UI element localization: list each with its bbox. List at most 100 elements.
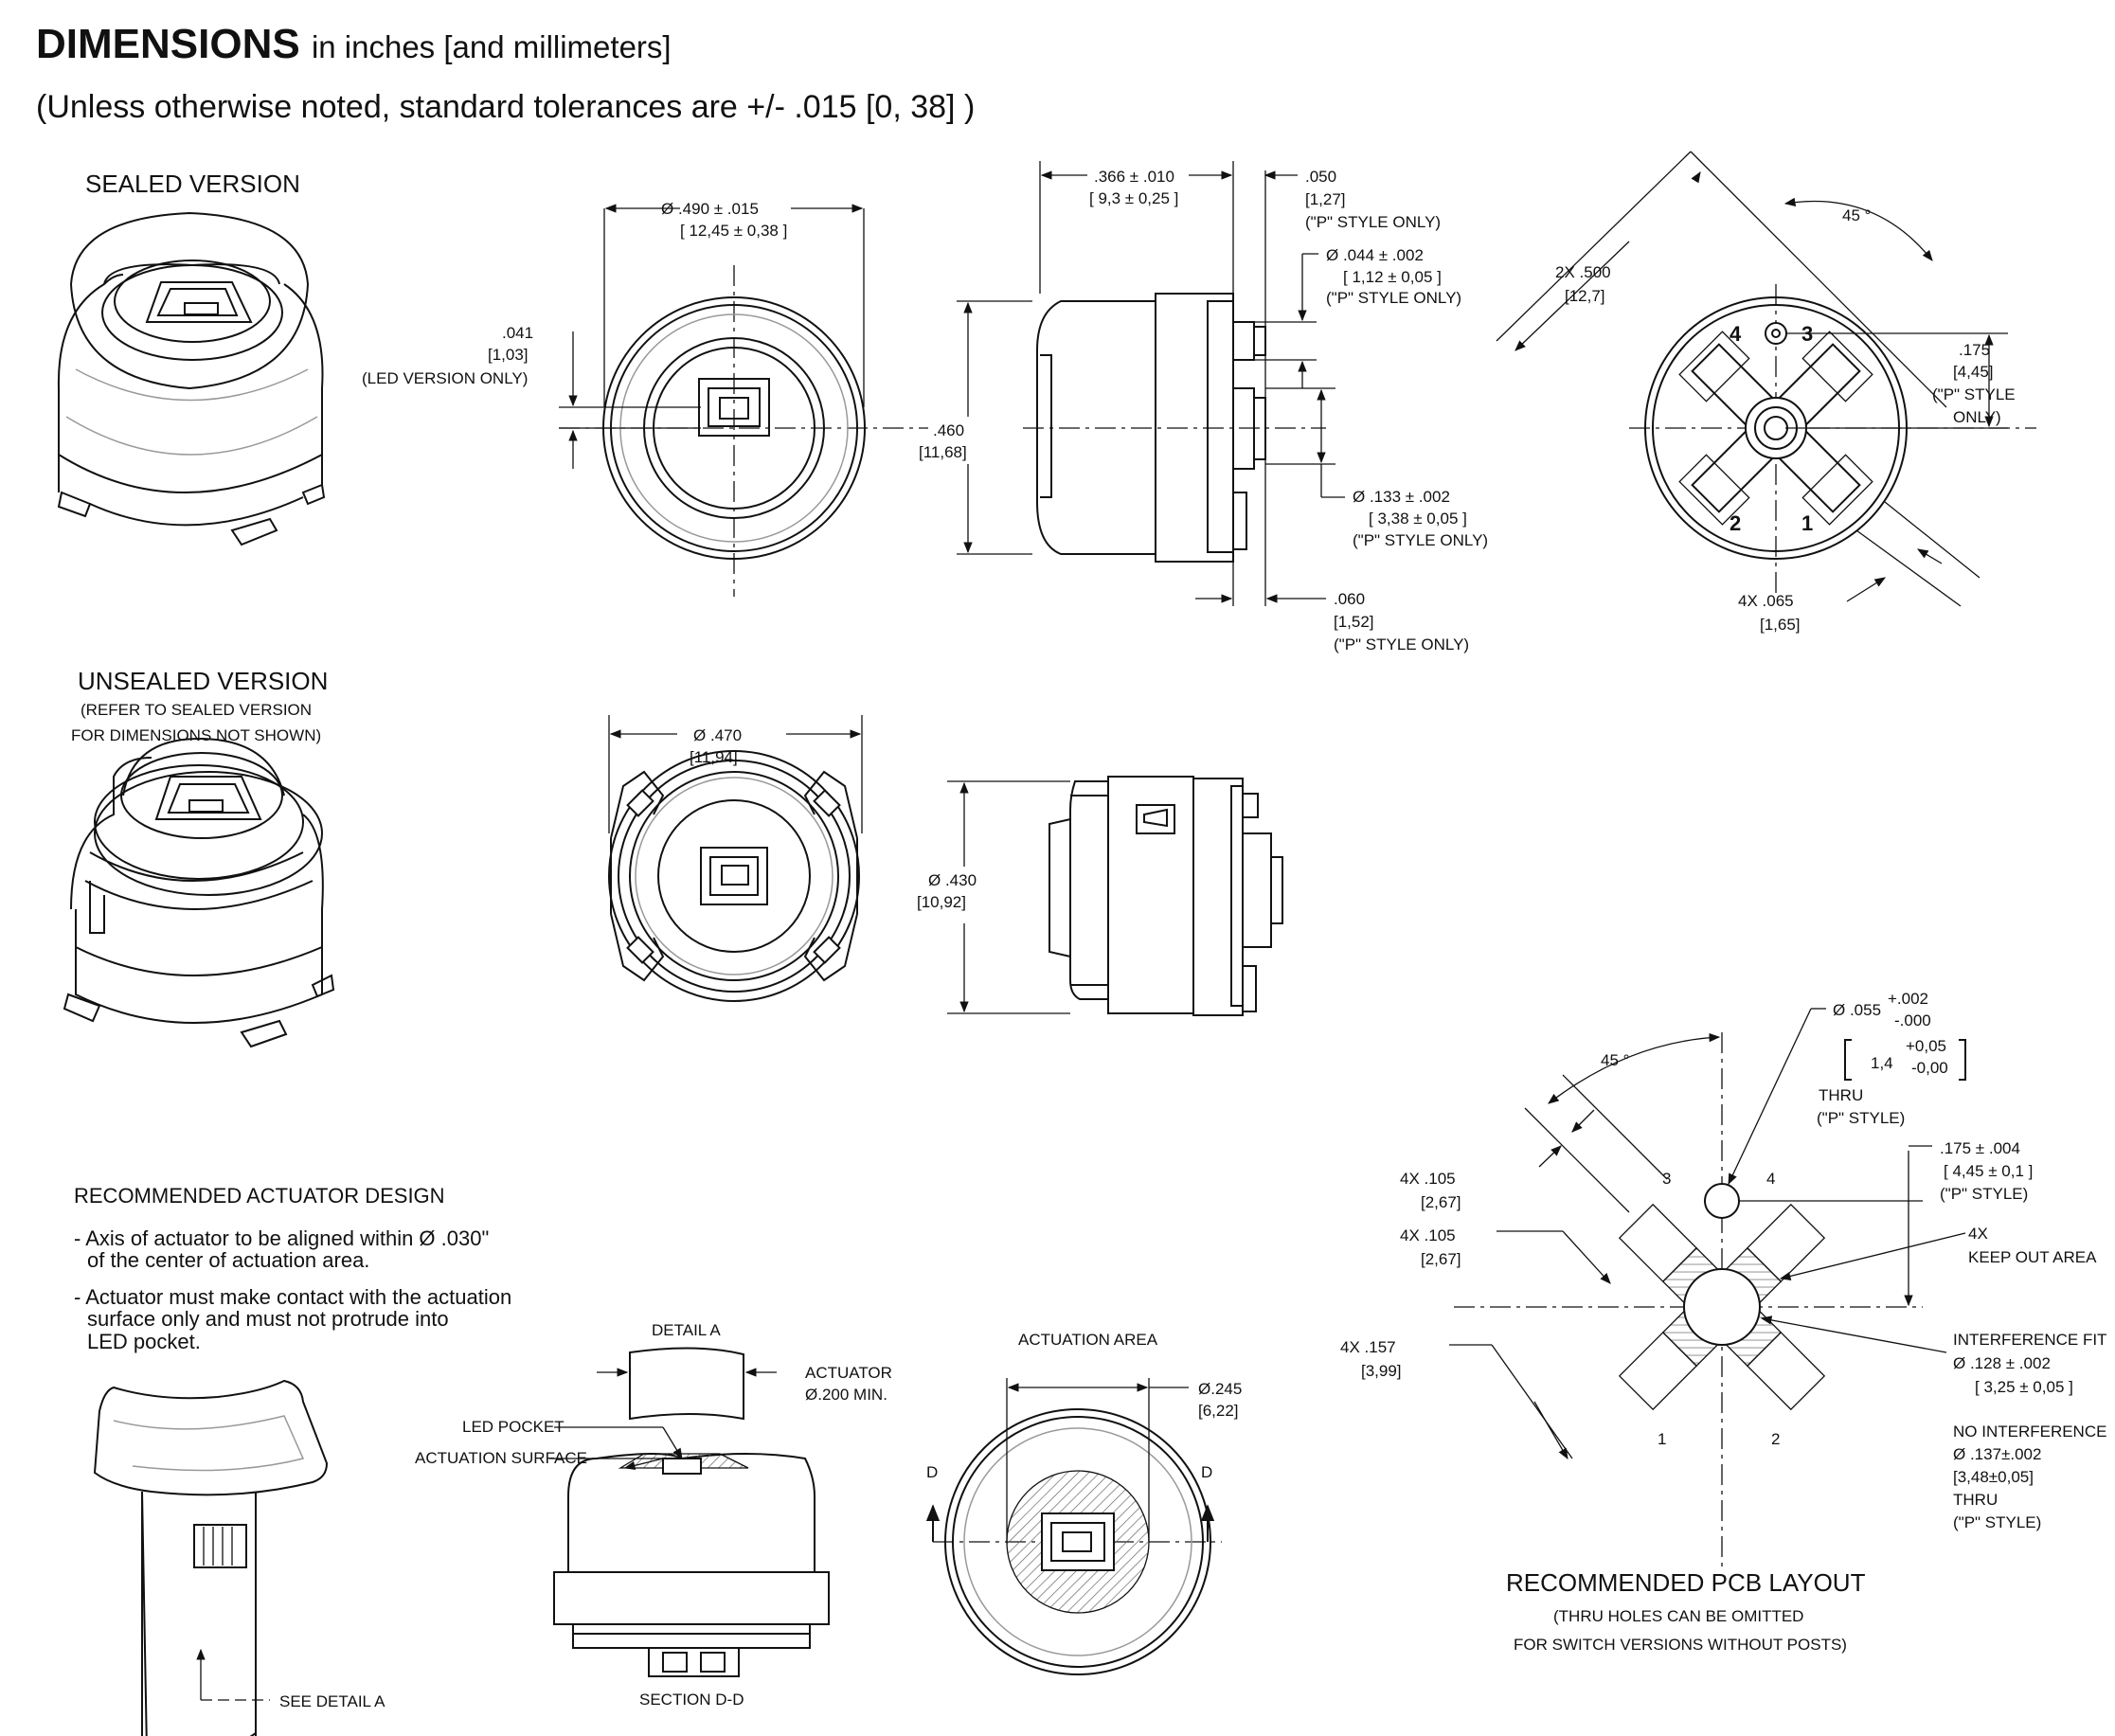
sealed-dia-label: Ø .490 ± .015 <box>661 200 759 218</box>
sealed-front-view: Ø .490 ± .015 [ 12,45 ± 0,38 ] .041 [1,0… <box>362 200 928 597</box>
sealed-dia-mm: [ 12,45 ± 0,38 ] <box>680 222 787 240</box>
unsealed-note2: FOR DIMENSIONS NOT SHOWN) <box>71 726 321 744</box>
pin-dia-label: Ø .133 ± .002 <box>1353 488 1450 506</box>
post-offset-note: ("P" STYLE ONLY) <box>1305 213 1441 231</box>
lead-len-note: ("P" STYLE ONLY) <box>1334 635 1469 653</box>
height-mm: [11,68] <box>919 443 967 461</box>
unsealed-note1: (REFER TO SEALED VERSION <box>81 701 312 719</box>
bottom-angle-label: 45 ° <box>1842 206 1871 224</box>
pin-space-label: 2X .500 <box>1555 263 1611 281</box>
section-label: SECTION D-D <box>639 1691 744 1709</box>
pcb-keepout-2: KEEP OUT AREA <box>1968 1248 2097 1266</box>
unsealed-heading: UNSEALED VERSION <box>78 667 328 695</box>
pin-dia-note: ("P" STYLE ONLY) <box>1353 531 1488 549</box>
see-detail-label: SEE DETAIL A <box>279 1692 385 1710</box>
pcb-mm-val: 1,4 <box>1871 1054 1893 1072</box>
pcb-pad-a: 4X .105 <box>1400 1170 1456 1188</box>
actuator-min-label: Ø.200 MIN. <box>805 1386 887 1404</box>
post-dia-mm: [ 1,12 ± 0,05 ] <box>1343 268 1442 286</box>
actuator-heading: RECOMMENDED ACTUATOR DESIGN <box>74 1184 445 1208</box>
pcb-pad-2: 2 <box>1771 1430 1780 1448</box>
pcb-no-int: NO INTERFERENCE <box>1953 1423 2106 1441</box>
actuator-label: ACTUATOR <box>805 1364 892 1382</box>
pcb-pad-a-mm: [2,67] <box>1421 1193 1461 1211</box>
actuator-iso-view <box>93 1379 329 1736</box>
lead-len-label: .060 <box>1334 590 1365 608</box>
actuator-bullet2c: LED pocket. <box>87 1330 201 1353</box>
unsealed-height-mm: [10,92] <box>917 893 966 911</box>
unsealed-height-label: Ø .430 <box>928 871 977 889</box>
post-dia-label: Ø .044 ± .002 <box>1326 246 1424 264</box>
pcb-interference: INTERFERENCE FIT <box>1953 1331 2106 1349</box>
unsealed-side-view: Ø .430 [10,92] <box>917 776 1283 1016</box>
led-offset-label: .041 <box>502 324 533 342</box>
led-version-note: (LED VERSION ONLY) <box>362 369 528 387</box>
unsealed-dia-label: Ø .470 <box>693 726 742 744</box>
pin-num-4: 4 <box>1730 322 1742 346</box>
actuator-bullet1a: - Axis of actuator to be aligned within … <box>74 1226 489 1250</box>
actuation-area-label: ACTUATION AREA <box>1018 1331 1158 1349</box>
height-label: .460 <box>933 421 964 439</box>
post-pos-label: .175 <box>1959 341 1990 359</box>
pcb-hole-dia: Ø .055 <box>1833 1001 1881 1019</box>
sealed-iso-view <box>57 211 326 546</box>
post-dia-note: ("P" STYLE ONLY) <box>1326 289 1461 307</box>
pcb-sub2: FOR SWITCH VERSIONS WITHOUT POSTS) <box>1514 1636 1847 1654</box>
actuator-bullet1b: of the center of actuation area. <box>87 1248 369 1272</box>
pcb-mm-plus: +0,05 <box>1906 1037 1946 1055</box>
pcb-sub1: (THRU HOLES CAN BE OMITTED <box>1553 1607 1803 1625</box>
page-title: DIMENSIONS in inches [and millimeters] <box>36 21 672 68</box>
pcb-heading: RECOMMENDED PCB LAYOUT <box>1506 1568 1866 1597</box>
pcb-int-dia: Ø .128 ± .002 <box>1953 1354 2051 1372</box>
section-mark-left: D <box>926 1463 938 1481</box>
pcb-pad-c: 4X .157 <box>1340 1338 1396 1356</box>
unsealed-iso-view <box>63 737 335 1048</box>
pin-num-1: 1 <box>1801 511 1813 535</box>
pcb-tol-minus: -.000 <box>1894 1011 1931 1029</box>
pin-dia-mm: [ 3,38 ± 0,05 ] <box>1369 510 1467 528</box>
pcb-pad-1: 1 <box>1658 1430 1666 1448</box>
sealed-side-view: .366 ± .010 [ 9,3 ± 0,25 ] .050 [1,27] (… <box>919 161 1488 653</box>
pcb-thru: THRU <box>1819 1086 1863 1104</box>
pcb-post-pos: .175 ± .004 <box>1940 1139 2020 1157</box>
unsealed-dia-mm: [11,94] <box>690 748 738 766</box>
pin-space-mm: [12,7] <box>1565 287 1605 305</box>
post-pos-note1: ("P" STYLE <box>1932 385 2016 403</box>
pcb-layout-view: 3 4 1 2 Ø .055 +.002 -.000 1,4 +0,05 -0,… <box>1340 990 2106 1654</box>
post-offset-mm: [1,27] <box>1305 190 1346 208</box>
actuation-surface-label: ACTUATION SURFACE <box>415 1449 587 1467</box>
led-pocket-label: LED POCKET <box>462 1418 565 1436</box>
tolerance-note: (Unless otherwise noted, standard tolera… <box>36 89 976 125</box>
post-pos-note2: ONLY) <box>1953 408 2001 426</box>
pcb-mm-minus: -0,00 <box>1911 1059 1948 1077</box>
area-dia-mm: [6,22] <box>1198 1402 1239 1420</box>
sealed-bottom-view: 4 3 2 1 2X .500 [12,7] 45 ° .175 [4,45] … <box>1496 151 2036 634</box>
actuator-bullet2a: - Actuator must make contact with the ac… <box>74 1285 511 1309</box>
pcb-pad-4: 4 <box>1766 1170 1775 1188</box>
actuator-bullet2b: surface only and must not protrude into <box>87 1307 449 1331</box>
unsealed-front-view: Ø .470 [11,94] <box>608 715 863 1002</box>
pcb-p-style: ("P" STYLE) <box>1817 1109 1905 1127</box>
side-length-label: .366 ± .010 <box>1094 168 1174 186</box>
title-main: DIMENSIONS <box>36 21 300 67</box>
led-offset-mm: [1,03] <box>488 346 529 364</box>
title-units: in inches [and millimeters] <box>311 29 672 64</box>
pcb-keepout-1: 4X <box>1968 1225 1988 1243</box>
section-mark-right: D <box>1201 1463 1212 1481</box>
pcb-angle: 45 ° <box>1601 1051 1629 1069</box>
pcb-int-dia-mm: [ 3,25 ± 0,05 ] <box>1975 1378 2073 1396</box>
lead-len-mm: [1,52] <box>1334 613 1374 631</box>
sealed-heading: SEALED VERSION <box>85 170 300 198</box>
pcb-no-int-note: ("P" STYLE) <box>1953 1513 2041 1531</box>
pcb-pad-b-mm: [2,67] <box>1421 1250 1461 1268</box>
pcb-post-pos-mm: [ 4,45 ± 0,1 ] <box>1944 1162 2033 1180</box>
post-pos-mm: [4,45] <box>1953 363 1994 381</box>
side-length-mm: [ 9,3 ± 0,25 ] <box>1089 189 1178 207</box>
actuation-area-view: ACTUATION AREA Ø.245 [6,22] D D <box>925 1331 1242 1675</box>
pcb-tol-plus: +.002 <box>1888 990 1928 1008</box>
pcb-no-int-thru: THRU <box>1953 1491 1998 1509</box>
pcb-no-int-dia: Ø .137±.002 <box>1953 1445 2041 1463</box>
pcb-pad-b: 4X .105 <box>1400 1226 1456 1244</box>
post-offset-label: .050 <box>1305 168 1336 186</box>
